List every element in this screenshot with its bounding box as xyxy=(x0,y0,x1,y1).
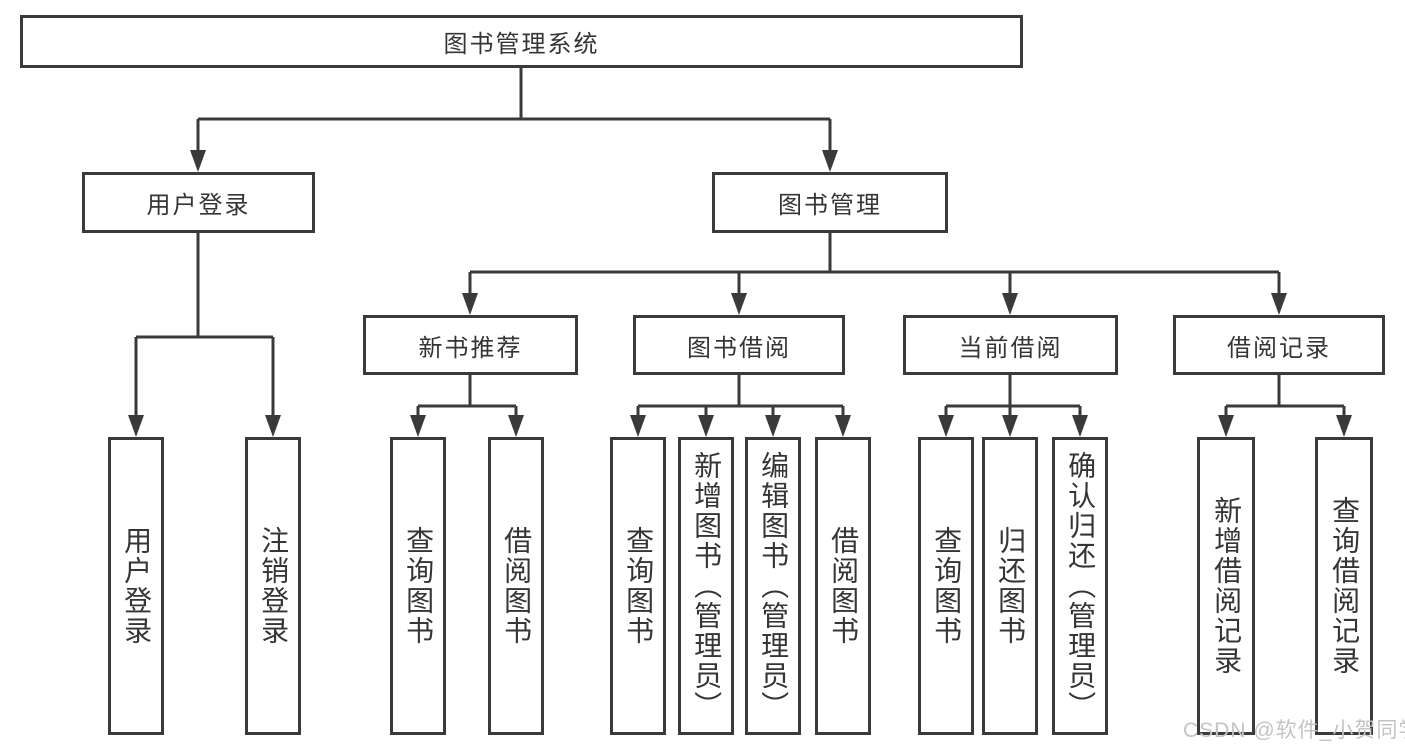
node-book-management: 图书管理 xyxy=(712,172,948,233)
node-library-management-system: 图书管理系统 xyxy=(20,15,1023,68)
node-borrowing-records: 借阅记录 xyxy=(1173,315,1385,375)
node-user-login: 用户登录 xyxy=(82,172,315,233)
connector-new-book-branch xyxy=(416,375,518,421)
leaf-query-borrow-record: 查询借阅记录 xyxy=(1315,437,1373,735)
node-book-borrowing: 图书借阅 xyxy=(633,315,845,375)
leaf-confirm-return-admin: 确认归还（管理员） xyxy=(1052,437,1108,735)
node-new-book-recommendation: 新书推荐 xyxy=(363,315,578,375)
connector-book-management-branch xyxy=(468,233,1281,299)
connector-current-borrowing-branch xyxy=(944,375,1082,421)
leaf-user-login: 用户登录 xyxy=(108,437,164,735)
leaf-query-books-recommend: 查询图书 xyxy=(390,437,446,735)
leaf-add-borrow-record: 新增借阅记录 xyxy=(1197,437,1255,735)
connector-user-login-branch xyxy=(134,233,275,421)
leaf-borrow-books-borrowing: 借阅图书 xyxy=(815,437,871,735)
leaf-logout: 注销登录 xyxy=(245,437,301,735)
connector-root-to-level2 xyxy=(196,68,832,156)
leaf-return-books: 归还图书 xyxy=(982,437,1038,735)
connector-borrowing-records-branch xyxy=(1224,375,1346,421)
node-current-borrowing: 当前借阅 xyxy=(903,315,1118,375)
leaf-query-books-borrowing: 查询图书 xyxy=(610,437,666,735)
leaf-borrow-books-recommend: 借阅图书 xyxy=(488,437,544,735)
leaf-edit-book-admin: 编辑图书（管理员） xyxy=(745,437,801,735)
leaf-add-book-admin: 新增图书（管理员） xyxy=(678,437,734,735)
leaf-query-books-current: 查询图书 xyxy=(918,437,974,735)
connector-book-borrowing-branch xyxy=(636,375,845,421)
